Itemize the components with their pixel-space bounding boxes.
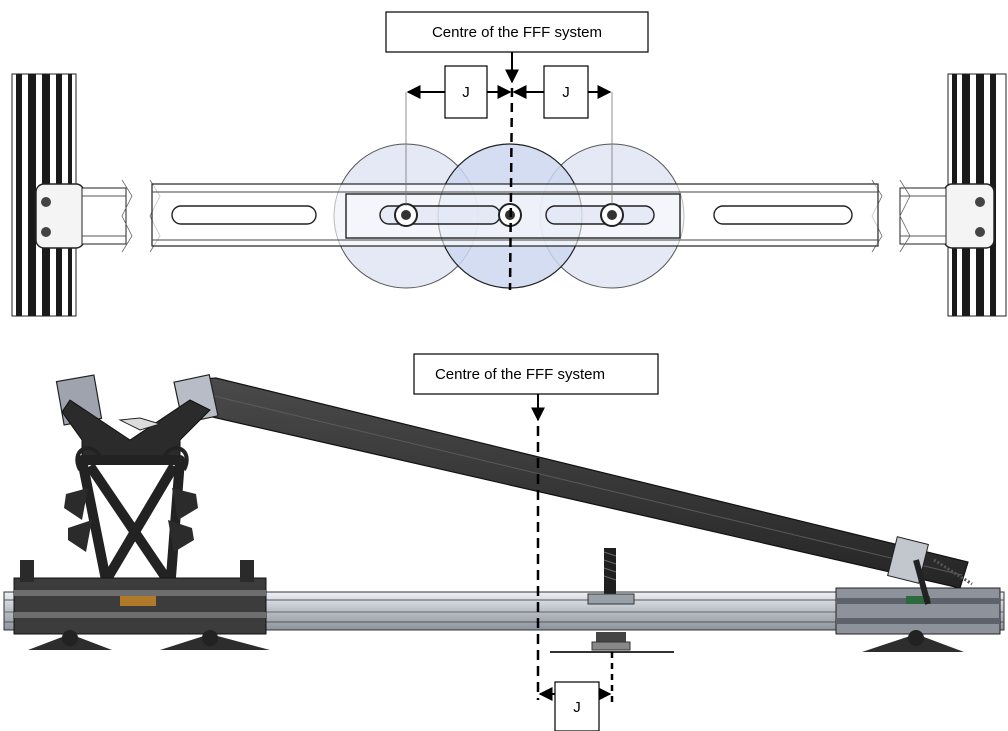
side-view: Centre of the FFF system J (3, 353, 1005, 731)
centre-callout-side: Centre of the FFF system (413, 353, 659, 422)
right-base (835, 536, 1001, 652)
fastener-left (394, 203, 418, 227)
centre-callout-top: Centre of the FFF system (385, 11, 649, 84)
dimension-j-right: J (512, 65, 612, 119)
top-view: Centre of the FFF system J J (11, 11, 1007, 317)
rail-stub-left (81, 179, 161, 253)
dimension-j-left: J (406, 65, 512, 119)
dimension-j-right-label: J (562, 84, 570, 101)
left-support-frame (55, 374, 219, 595)
dimension-j-bottom: J (538, 681, 612, 731)
rail-stub-right (871, 179, 947, 253)
dimension-j-left-label: J (462, 84, 470, 101)
dimension-j-bottom-label: J (573, 699, 581, 716)
right-bracket (943, 183, 995, 249)
inclined-panel (181, 377, 969, 589)
left-base (13, 560, 270, 650)
fastener-right (600, 203, 624, 227)
centre-line-top (508, 87, 514, 291)
left-bracket (35, 183, 85, 249)
centre-callout-top-label: Centre of the FFF system (432, 24, 602, 41)
centre-callout-side-label: Centre of the FFF system (435, 366, 605, 383)
